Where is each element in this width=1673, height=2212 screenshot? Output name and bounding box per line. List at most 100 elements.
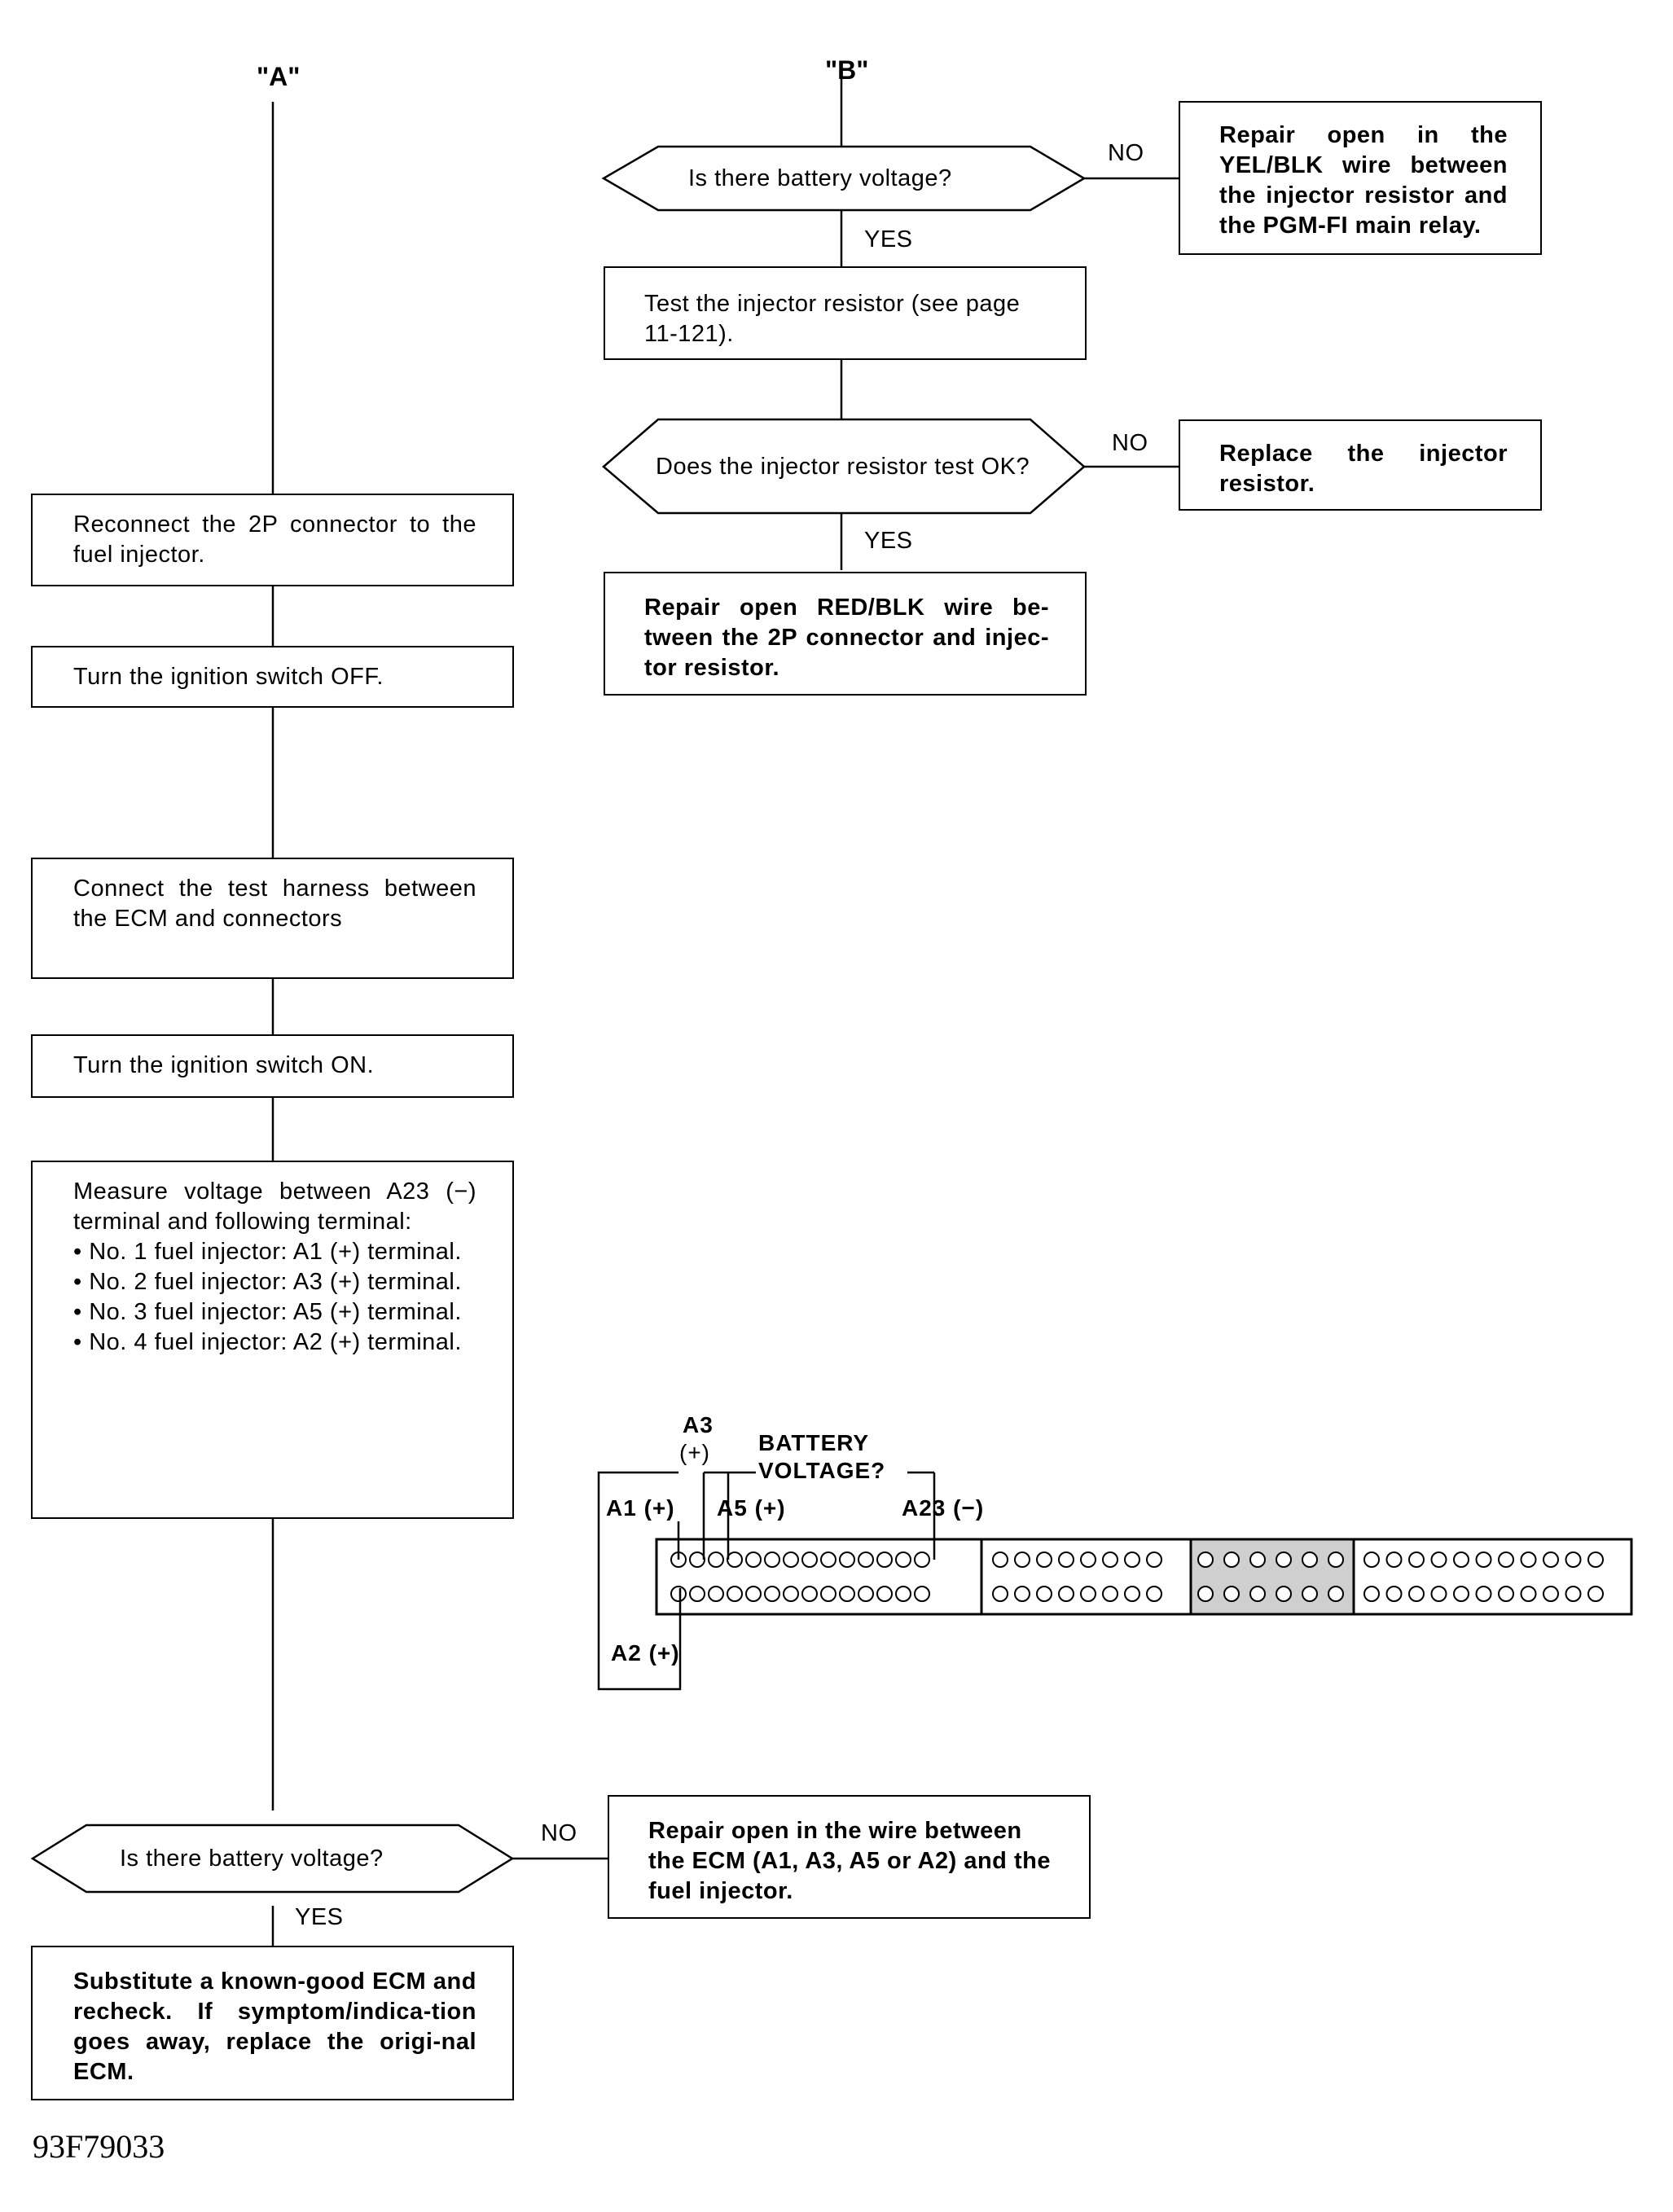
connector-pin [1328,1551,1344,1568]
connector-pin [1124,1586,1140,1602]
step-measure-voltage: Measure voltage between A23 (−) terminal… [31,1161,514,1519]
connector-pin [1102,1586,1118,1602]
decision-shape-a3 [30,1824,515,1894]
decision-a3-text: Is there battery voltage? [120,1845,384,1872]
connector-pin [1587,1551,1604,1568]
connector-pin [1080,1551,1096,1568]
connector-pin [1408,1551,1425,1568]
step-test-injector-resistor: Test the injector resistor (see page 11-… [604,266,1087,360]
connector-pin [876,1551,893,1568]
connector-pin [858,1586,874,1602]
decision-shape-b1 [601,145,1087,212]
connector-pin [914,1551,930,1568]
terminal-a5-label: A5 (+) [717,1495,786,1521]
connector-pin [1385,1586,1403,1602]
connector-pin [689,1586,705,1602]
connector-pin [1197,1586,1214,1602]
terminal-a1-label: A1 (+) [606,1495,675,1521]
connector-pin [1146,1586,1162,1602]
connector-pin [839,1586,855,1602]
connector-pin [670,1586,687,1602]
decision-b2-text: Does the injector resistor test OK? [656,454,1030,480]
connector-pin [764,1551,780,1568]
connector-pin [858,1551,874,1568]
connector-pin [1249,1586,1266,1602]
connector-pin [1124,1551,1140,1568]
connector-pin [895,1551,911,1568]
measure-item: • No. 1 fuel injector: A1 (+) terminal. [73,1239,462,1265]
connector-pin [1276,1551,1292,1568]
connector-pin [1520,1586,1537,1602]
connector-pin [1543,1551,1559,1568]
connector-pin [1302,1551,1318,1568]
connector-pin [1565,1551,1582,1568]
connector-pin [992,1586,1008,1602]
connector-pin [1058,1586,1074,1602]
connector-pin [708,1586,724,1602]
connector-pin [1036,1551,1052,1568]
step-ignition-off: Turn the ignition switch OFF. [31,646,514,708]
connector-pin [820,1586,836,1602]
connector-pin [1223,1586,1240,1602]
connector-pin [745,1551,762,1568]
measure-item: • No. 2 fuel injector: A3 (+) terminal. [73,1269,462,1295]
connector-pin [1453,1586,1469,1602]
connector-pin [1276,1586,1292,1602]
connector-pin [1475,1551,1492,1568]
yes-label: YES [295,1904,344,1930]
battery-label: BATTERY [758,1430,870,1455]
connector-pin [1080,1586,1096,1602]
connector-pin [1223,1551,1240,1568]
connector-pin [1453,1551,1469,1568]
connector-pin [727,1551,743,1568]
connector-pin [727,1586,743,1602]
connector-pin [1363,1586,1380,1602]
measure-intro: Measure voltage between A23 (−) terminal… [73,1178,476,1235]
connector-pin [1520,1551,1537,1568]
connector-pin [1363,1551,1380,1568]
connector-pin [1408,1586,1425,1602]
connector-pin [992,1551,1008,1568]
step-replace-injector-resistor: Replace the injector resistor. [1179,419,1542,511]
step-repair-red-blk-wire: Repair open RED/BLK wire be-tween the 2P… [604,572,1087,696]
connector-pin [1498,1551,1514,1568]
connector-pin [876,1586,893,1602]
connector-pin [1385,1551,1403,1568]
connector-pin [1102,1551,1118,1568]
terminal-a3-label: A3 [683,1412,714,1437]
decision-b1-text: Is there battery voltage? [688,165,952,191]
connector-pin [1249,1551,1266,1568]
connector-pin [914,1586,930,1602]
connector-pin [1302,1586,1318,1602]
step-repair-yel-blk-wire: Repair open in the YEL/BLK wire between … [1179,101,1542,255]
connector-pin [1543,1586,1559,1602]
connector-pin [1430,1551,1447,1568]
measure-item: • No. 4 fuel injector: A2 (+) terminal. [73,1329,462,1355]
connector-pin [708,1551,724,1568]
no-label: NO [541,1820,577,1846]
decision-shape-b2 [602,418,1086,515]
no-label: NO [1112,430,1148,456]
step-connect-test-harness: Connect the test harness between the ECM… [31,858,514,979]
connector-pin [1565,1586,1582,1602]
connector-pin [839,1551,855,1568]
yes-label: YES [864,226,913,252]
step-reconnect-2p-connector: Reconnect the 2P connector to the fuel i… [31,494,514,586]
column-a-heading: "A" [257,62,301,91]
connector-pin [1197,1551,1214,1568]
connector-pin [745,1586,762,1602]
terminal-a23-label: A23 (−) [902,1495,985,1521]
connector-pin [801,1586,818,1602]
figure-reference-code: 93F79033 [33,2128,165,2165]
connector-pin [764,1586,780,1602]
connector-pin [1328,1586,1344,1602]
connector-pin [1587,1586,1604,1602]
connector-pin [1058,1551,1074,1568]
connector-pin [820,1551,836,1568]
connector-pin [1036,1586,1052,1602]
yes-label: YES [864,528,913,554]
terminal-a3-sign: (+) [679,1440,710,1465]
connector-pin [895,1586,911,1602]
connector-pin [1014,1551,1030,1568]
